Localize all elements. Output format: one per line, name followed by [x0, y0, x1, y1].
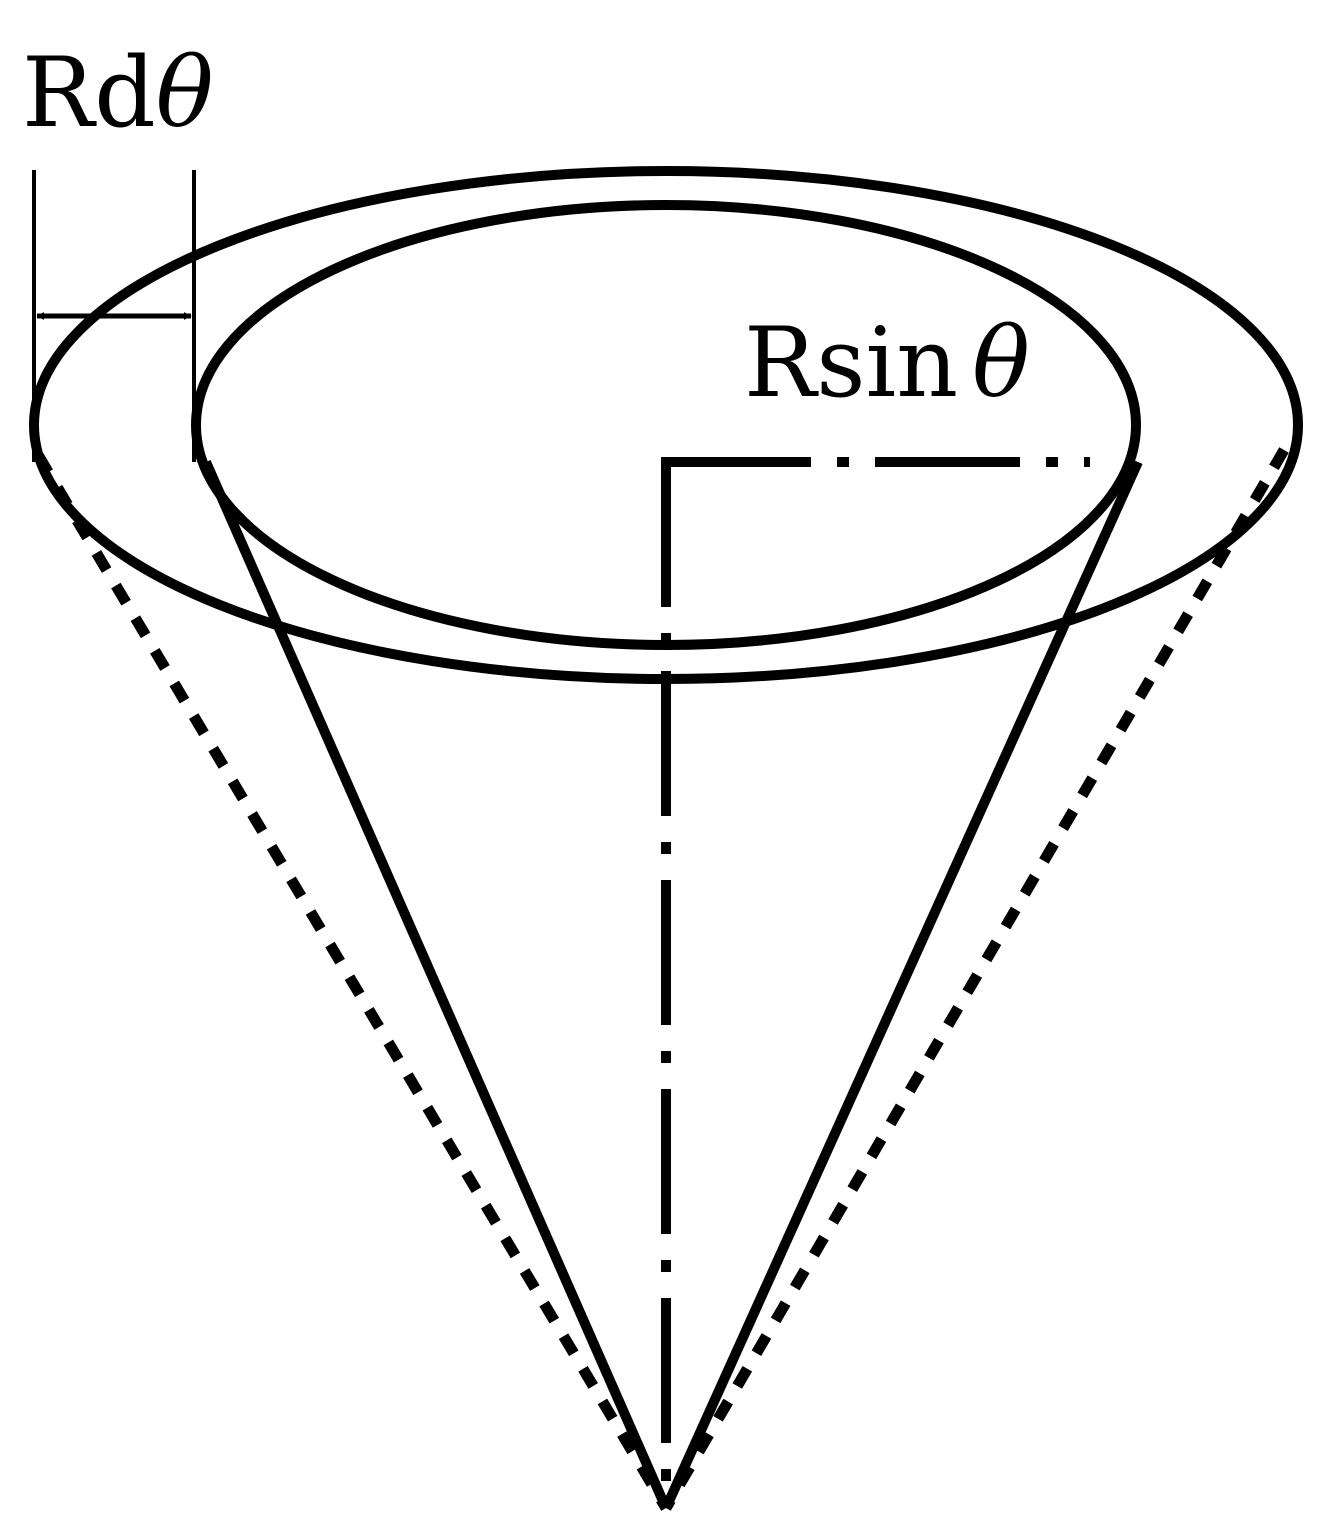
- arc-width-label-text: Rd: [22, 37, 156, 149]
- outer-cone: [33, 447, 1289, 1511]
- radius-label-text: Rsin: [744, 307, 958, 419]
- outer-cone-left-edge: [33, 452, 671, 1511]
- inner-cone-left-edge: [201, 459, 671, 1511]
- arc-width-dimension: [32, 170, 196, 462]
- arc-width-label: Rdθ: [22, 37, 214, 149]
- inner-cone: [201, 459, 1143, 1511]
- radius-label-symbol: θ: [972, 307, 1030, 419]
- inner-cone-right-edge: [661, 459, 1143, 1511]
- outer-cone-right-edge: [661, 447, 1289, 1511]
- arc-width-label-symbol: θ: [156, 37, 214, 149]
